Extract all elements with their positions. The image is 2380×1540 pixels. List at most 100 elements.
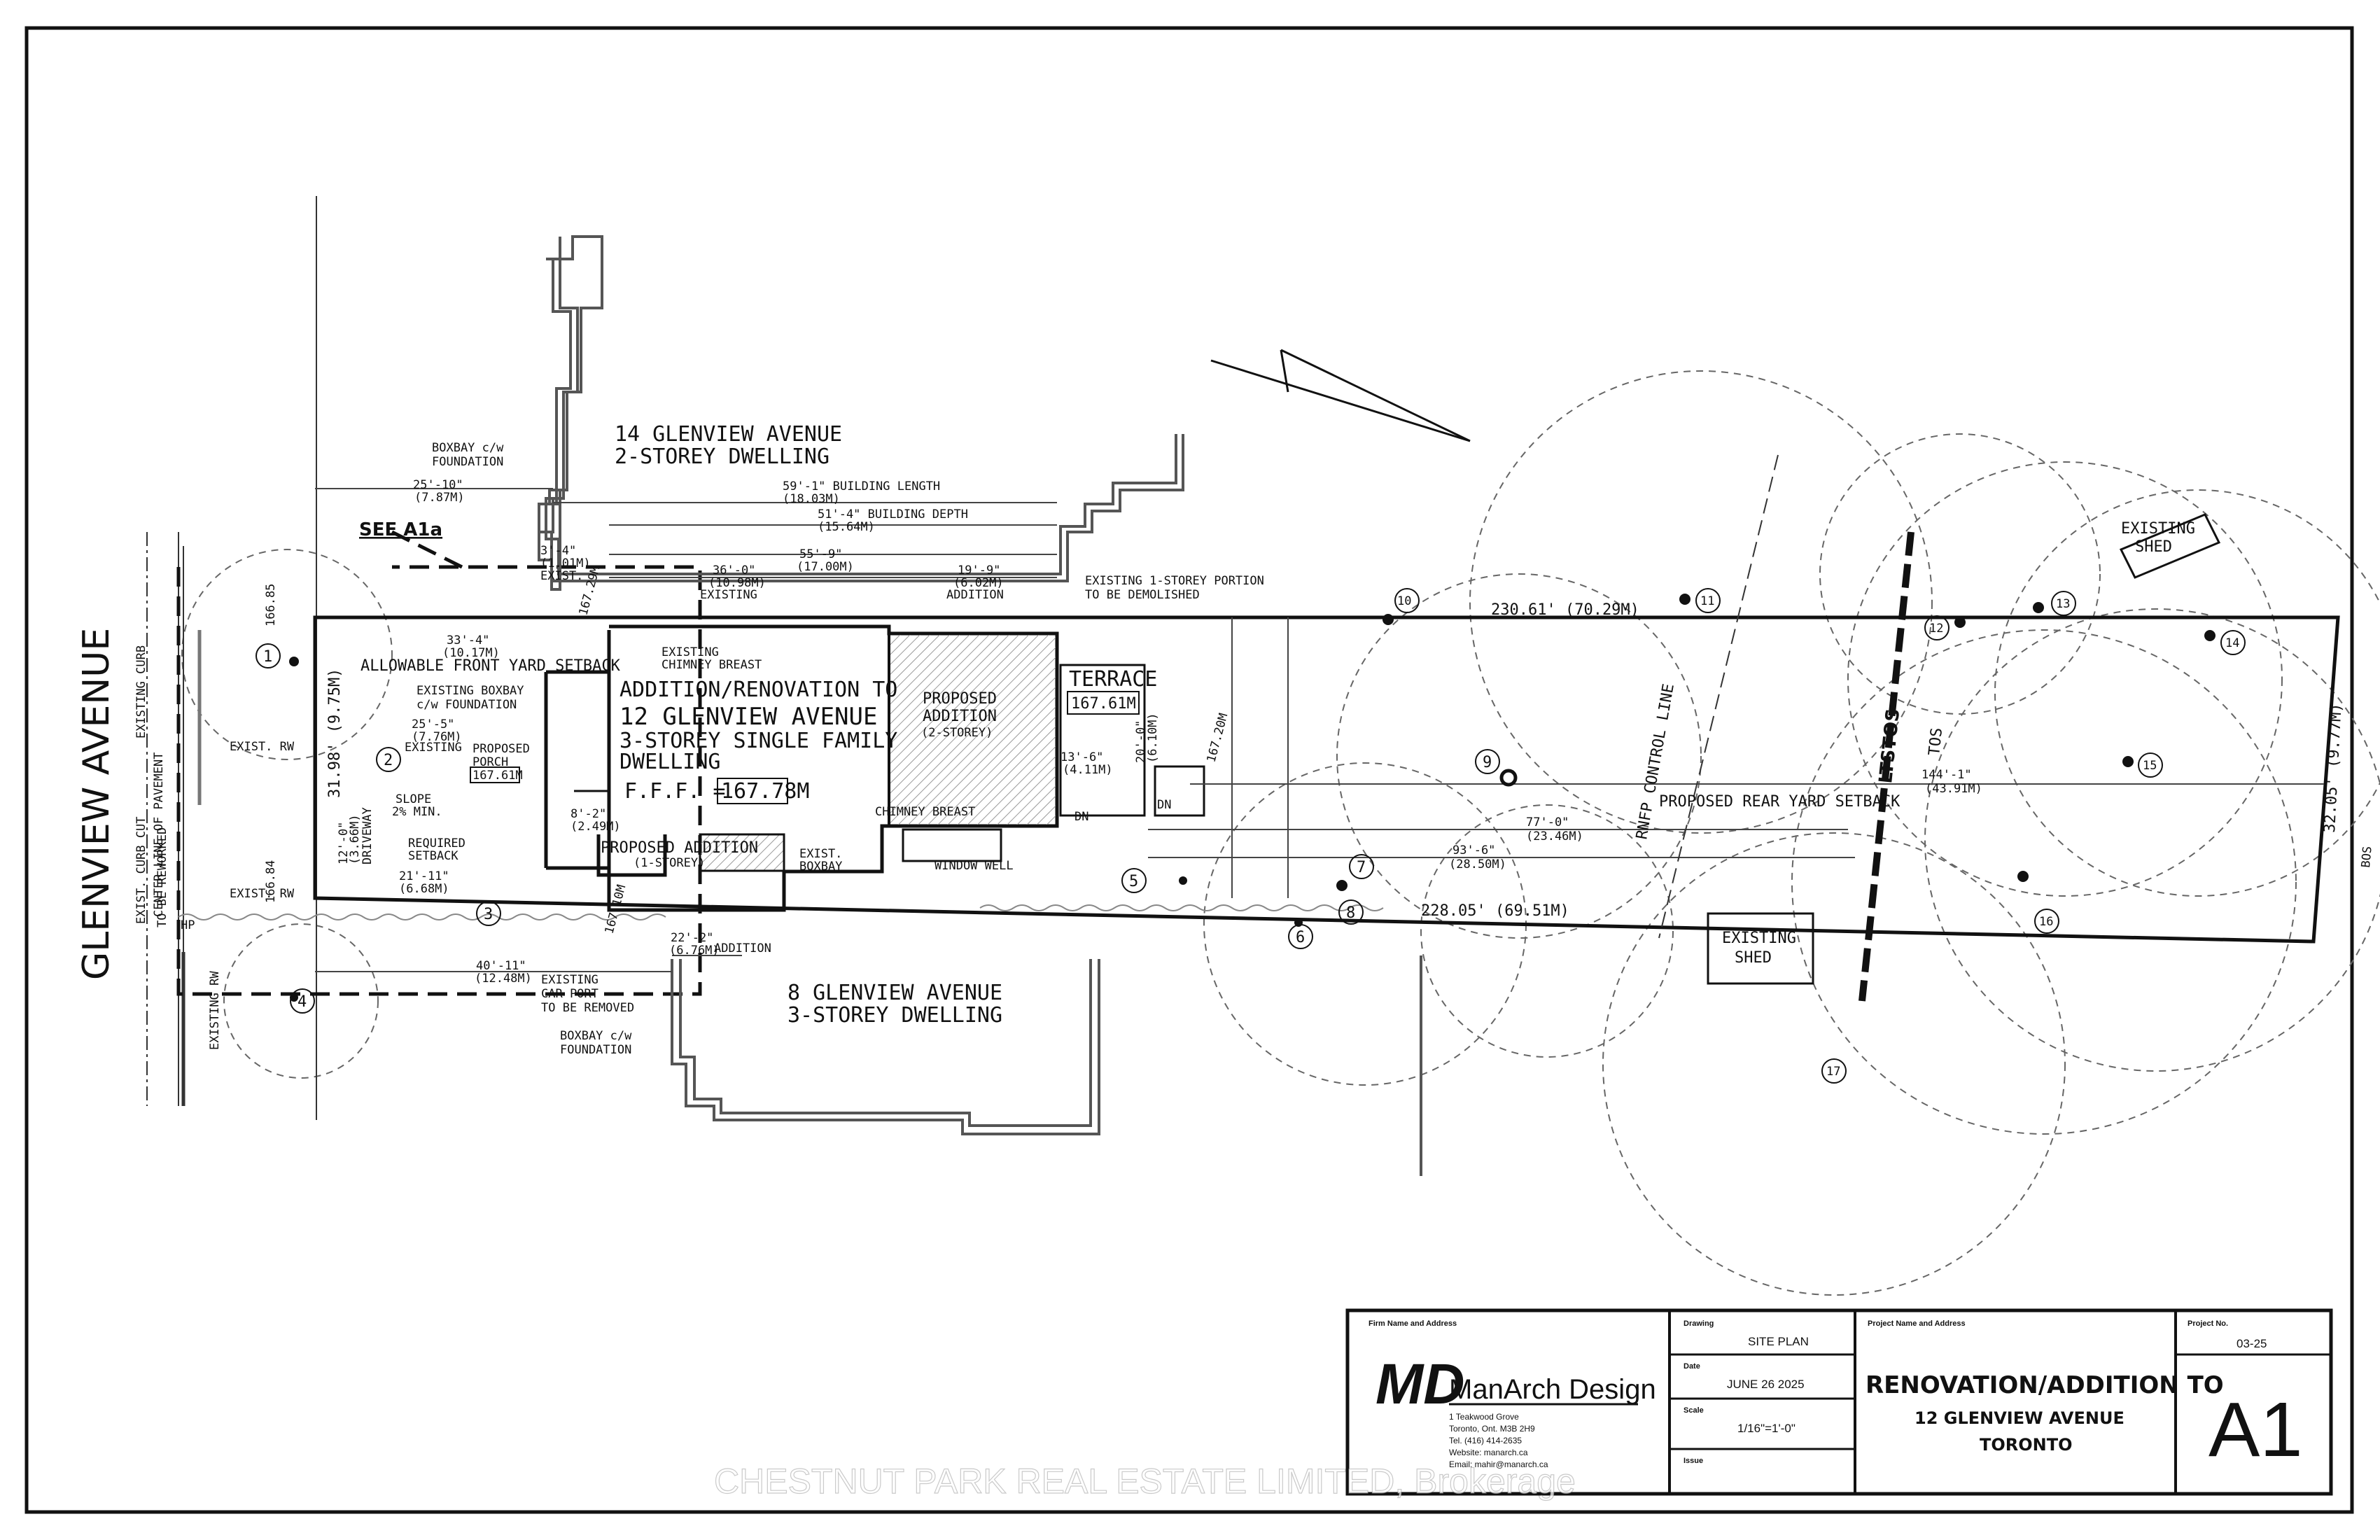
existing-portion-1: EXISTING 1-STOREY PORTION <box>1085 574 1264 588</box>
drawing-label: Drawing <box>1684 1320 1714 1328</box>
issue-label: Issue <box>1684 1457 1703 1465</box>
date-value: JUNE 26 2025 <box>1727 1378 1805 1391</box>
tree-2: 2 <box>384 752 393 769</box>
dim-21-2: (6.68M) <box>399 882 449 896</box>
existing-shed-south <box>1707 912 1814 985</box>
dim-55-2: (17.00M) <box>797 560 854 574</box>
required-setback-1: REQUIRED <box>408 836 465 850</box>
elev-bottom: 166.84 <box>264 860 278 903</box>
neighbour-north-type: 2-STOREY DWELLING <box>615 444 830 469</box>
fff-value: 167.78M <box>721 779 809 804</box>
dim-3-1: 3'-4" <box>540 544 576 558</box>
neighbour-south-outline <box>671 959 1100 1135</box>
dim-77-2: (23.46M) <box>1526 830 1583 844</box>
window-well <box>902 828 1002 862</box>
firm-addr-1: 1 Teakwood Grove <box>1449 1412 1519 1422</box>
firm-label: Firm Name and Address <box>1368 1320 1457 1328</box>
tree-17: 17 <box>1826 1065 1840 1079</box>
main-house-label-1: ADDITION/RENOVATION TO <box>620 678 897 702</box>
tos-label: TOS <box>1926 727 1946 756</box>
tree-12: 12 <box>1929 622 1943 636</box>
sheet-border <box>24 26 2354 1514</box>
dim-22-2: (6.76M) <box>669 944 720 958</box>
tree-16: 16 <box>2039 915 2053 929</box>
north-arrow <box>1210 349 1471 442</box>
exist-rw-bottom: EXIST. RW <box>230 887 295 901</box>
dim-59-2: (18.03M) <box>783 492 840 506</box>
firm-addr-2: Toronto, Ont. M3B 2H9 <box>1449 1424 1535 1434</box>
proposed-porch-1: PROPOSED <box>472 742 530 756</box>
existing-label: EXISTING <box>405 741 462 755</box>
fff-label: F.F.F. = <box>624 779 726 804</box>
tree-11: 11 <box>1700 594 1714 608</box>
driveway-1: 12'-0" <box>337 822 351 864</box>
dim-33-2: (10.17M) <box>442 646 500 660</box>
proposed-front-addition <box>699 833 785 872</box>
tree-3: 3 <box>484 906 493 923</box>
proposed-porch-2: PORCH <box>472 755 508 769</box>
bos-label: BOS <box>2359 846 2375 868</box>
proposed-rear-2: ADDITION <box>923 708 997 725</box>
firm-addr-3: Tel. (416) 414-2635 <box>1449 1436 1522 1446</box>
neighbour-north-outline <box>538 235 603 591</box>
existing-rw-street-label: EXISTING RW <box>208 971 222 1050</box>
elev-top: 166.85 <box>264 584 278 626</box>
dim-22-1: 22'-2" <box>671 931 713 945</box>
drawing-value: SITE PLAN <box>1748 1335 1809 1348</box>
dim-20-2: (6.10M) <box>1146 713 1160 763</box>
dim-north-lot: 230.61' (70.29M) <box>1491 601 1639 619</box>
dim-93-1: 93'-6" <box>1452 844 1495 858</box>
allowable-setback: ALLOWABLE FRONT YARD SETBACK <box>360 657 621 675</box>
neighbour-north-name: 14 GLENVIEW AVENUE <box>615 422 842 447</box>
tree-8: 8 <box>1346 904 1355 922</box>
dim-25-5-2: (7.76M) <box>412 730 462 744</box>
window-well-label: WINDOW WELL <box>934 859 1014 873</box>
setback-lines <box>1148 617 2324 898</box>
dim-51-2: (15.64M) <box>818 520 875 534</box>
dim-36-1: 36'-0" <box>713 564 755 578</box>
dim-93-2: (28.50M) <box>1449 858 1506 872</box>
tree-1: 1 <box>263 648 272 666</box>
porch-elevation: 167.61M <box>472 769 523 783</box>
boxbay-north-2: FOUNDATION <box>432 455 503 469</box>
proposed-addition-front: PROPOSED ADDITION <box>601 839 758 857</box>
terrace-label: TERRACE <box>1069 667 1157 692</box>
rnfp-control-line <box>1658 454 1779 939</box>
dim-25-10-2: (7.87M) <box>414 491 465 505</box>
proposed-rear-1: PROPOSED <box>923 690 997 708</box>
date-label: Date <box>1684 1362 1700 1371</box>
dim-51-1: 51'-4" BUILDING DEPTH <box>818 507 968 522</box>
sheet-number: A1 <box>2208 1387 2303 1473</box>
slope-2: 2% MIN. <box>392 805 442 819</box>
tree-15: 15 <box>2143 759 2157 773</box>
dimension-lines <box>315 488 1057 972</box>
existing-boxbay-2: c/w FOUNDATION <box>416 698 517 712</box>
dim-south-lot: 228.05' (69.51M) <box>1421 902 1569 920</box>
dim-40-1: 40'-11" <box>476 959 526 973</box>
tree-markers <box>255 588 2246 1084</box>
carport-1: EXISTING <box>541 973 598 987</box>
existing-chimney-1: EXISTING <box>662 645 719 659</box>
dim-13-2: (4.11M) <box>1063 763 1113 777</box>
proposed-rear-addition <box>888 632 1058 827</box>
title-block <box>1345 1308 2333 1496</box>
ltstos-label: LTSTOS <box>1875 708 1904 785</box>
dim-33-1: 33'-4" <box>447 634 489 648</box>
carport-3: TO BE REMOVED <box>541 1001 634 1015</box>
dim-13-1: 13'-6" <box>1060 750 1103 764</box>
exist-rw-top: EXIST. RW <box>230 740 295 754</box>
elev-16720: 167.20M <box>1205 712 1231 764</box>
boxbay-south-2: FOUNDATION <box>560 1043 631 1057</box>
curb-cut-label: EXIST. CURB CUT <box>134 816 148 924</box>
tree-10: 10 <box>1397 594 1411 608</box>
dim-25-10-1: 25'-10" <box>413 478 463 492</box>
dn-rear: DN <box>1074 810 1088 824</box>
boxbay-south-1: BOXBAY c/w <box>560 1029 632 1043</box>
south-addition-label: ADDITION <box>714 941 771 955</box>
center-line-label: CENTER LINE OF PAVEMENT <box>152 752 166 917</box>
dim-25-5-1: 25'-5" <box>412 718 454 732</box>
firm-addr-4: Website: manarch.ca <box>1449 1448 1528 1457</box>
dim-77-1: 77'-0" <box>1526 816 1569 830</box>
exist-boxbay-1: EXIST. <box>799 847 842 861</box>
dim-8-1: 8'-2" <box>570 807 606 821</box>
